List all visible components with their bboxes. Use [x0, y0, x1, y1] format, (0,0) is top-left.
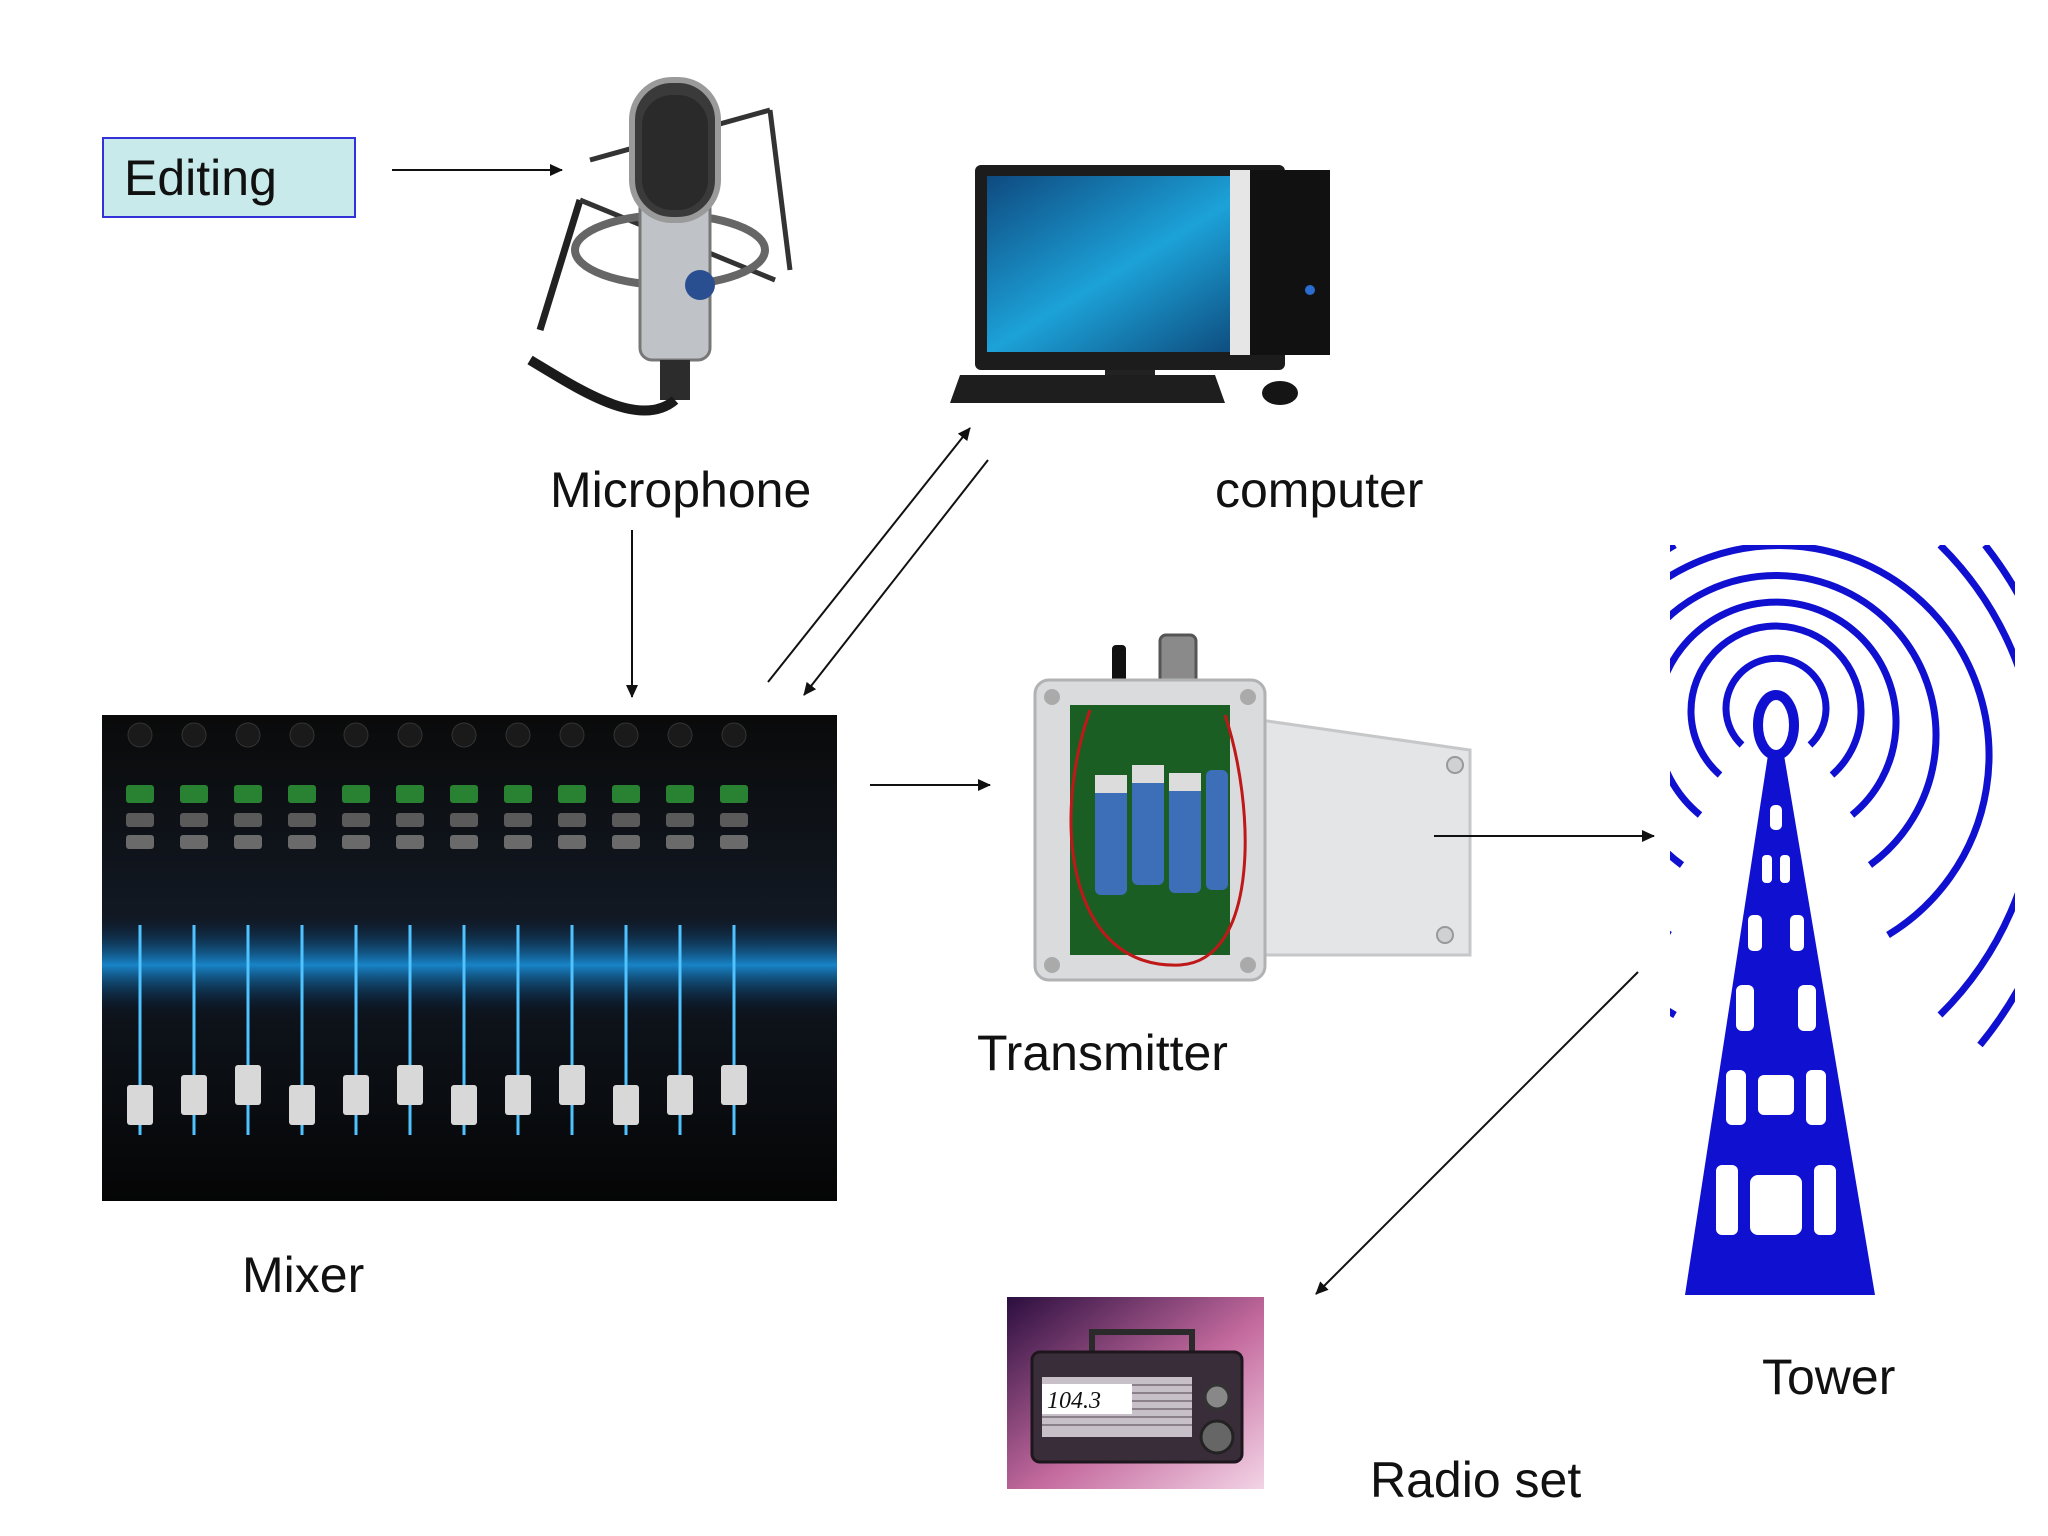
mixer-label: Mixer	[242, 1247, 365, 1303]
radio-image: 104.3	[1007, 1297, 1264, 1489]
transmitter-label: Transmitter	[977, 1025, 1228, 1081]
editing-label: Editing	[124, 149, 277, 206]
microphone-label: Microphone	[550, 462, 812, 518]
mixer-image	[102, 715, 837, 1201]
microphone-image	[520, 70, 810, 430]
computer-label: computer	[1215, 462, 1424, 518]
radio-label: Radio set	[1370, 1452, 1582, 1508]
tower-image	[1670, 545, 2015, 1300]
transmitter-image	[1030, 625, 1480, 985]
arrow-computer-to-mixer	[803, 459, 989, 696]
arrow-tower-to-radio	[1315, 971, 1639, 1295]
editing-node: Editing	[102, 137, 356, 218]
computer-image	[915, 160, 1355, 420]
tower-label: Tower	[1762, 1349, 1896, 1405]
radio-frequency-display: 104.3	[1047, 1388, 1101, 1414]
